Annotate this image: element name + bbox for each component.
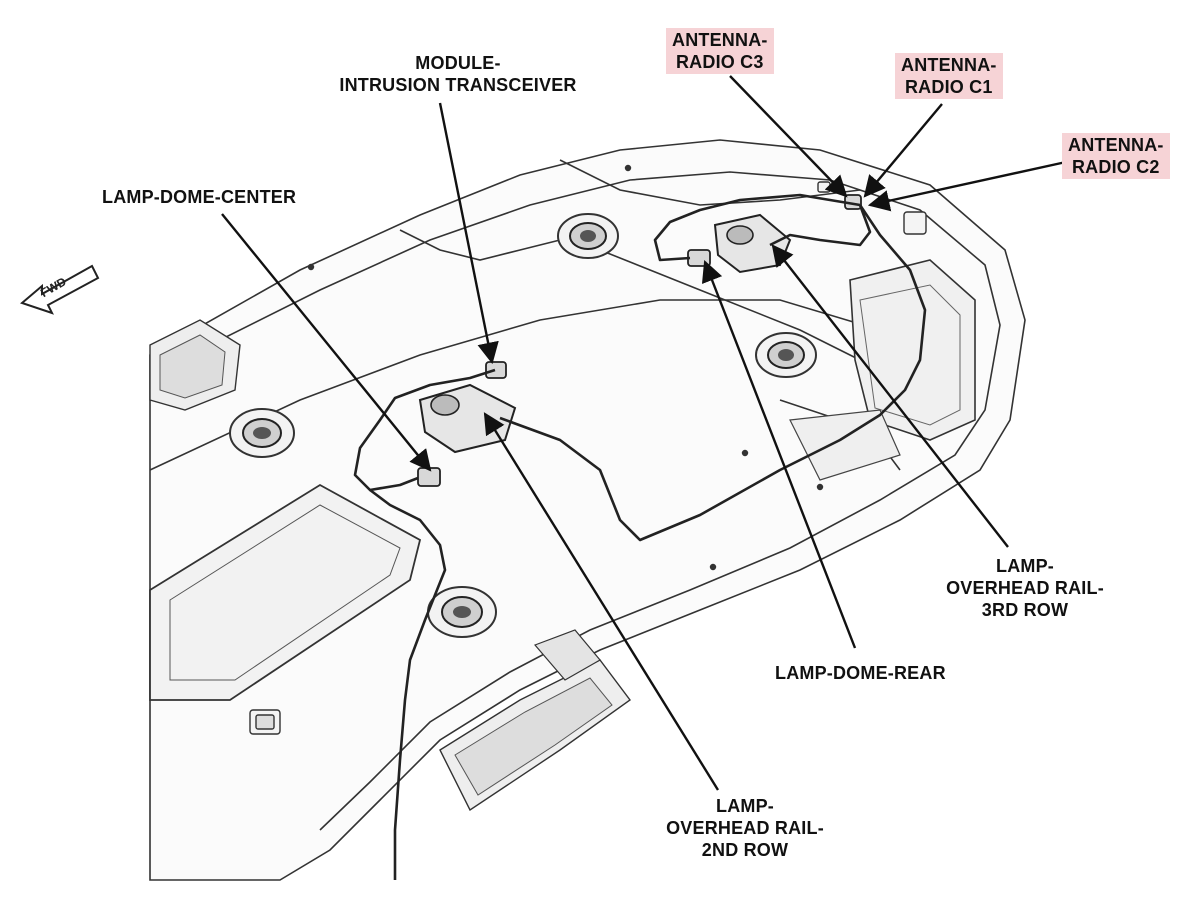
leader-antenna-c1 <box>863 103 943 198</box>
fwd-arrow-icon <box>20 264 100 315</box>
leader-lamp-dome-center <box>221 213 432 472</box>
leader-module-intrusion <box>438 102 499 365</box>
leader-lamp-dome-rear <box>701 259 857 649</box>
leader-lines <box>221 75 1067 791</box>
leader-antenna-c3 <box>729 75 848 198</box>
label-lamp-dome-rear: LAMP-DOME-REAR <box>775 663 946 683</box>
label-antenna-radio-c1: ANTENNA- RADIO C1 <box>895 53 1003 99</box>
label-lamp-overhead-rail-3rd-row: LAMP- OVERHEAD RAIL- 3RD ROW <box>946 556 1104 620</box>
leader-lamp-overhead-3rd <box>771 244 1009 548</box>
clips <box>249 164 927 735</box>
leader-antenna-c2 <box>867 160 1067 212</box>
label-lamp-dome-center: LAMP-DOME-CENTER <box>102 187 297 207</box>
headliner-outline <box>149 139 1026 881</box>
wiring-harness <box>353 193 927 880</box>
round-bezels <box>229 213 817 638</box>
front-console <box>149 319 631 812</box>
label-antenna-radio-c2: ANTENNA- RADIO C2 <box>1062 133 1170 179</box>
roof-panel <box>149 483 422 701</box>
leader-lamp-overhead-2nd <box>483 412 720 791</box>
label-lamp-overhead-rail-2nd-row: LAMP- OVERHEAD RAIL- 2ND ROW <box>666 796 824 860</box>
label-module-intrusion-transceiver: MODULE- INTRUSION TRANSCEIVER <box>339 53 577 95</box>
rear-bin <box>789 259 976 481</box>
label-antenna-radio-c3: ANTENNA- RADIO C3 <box>666 28 774 74</box>
